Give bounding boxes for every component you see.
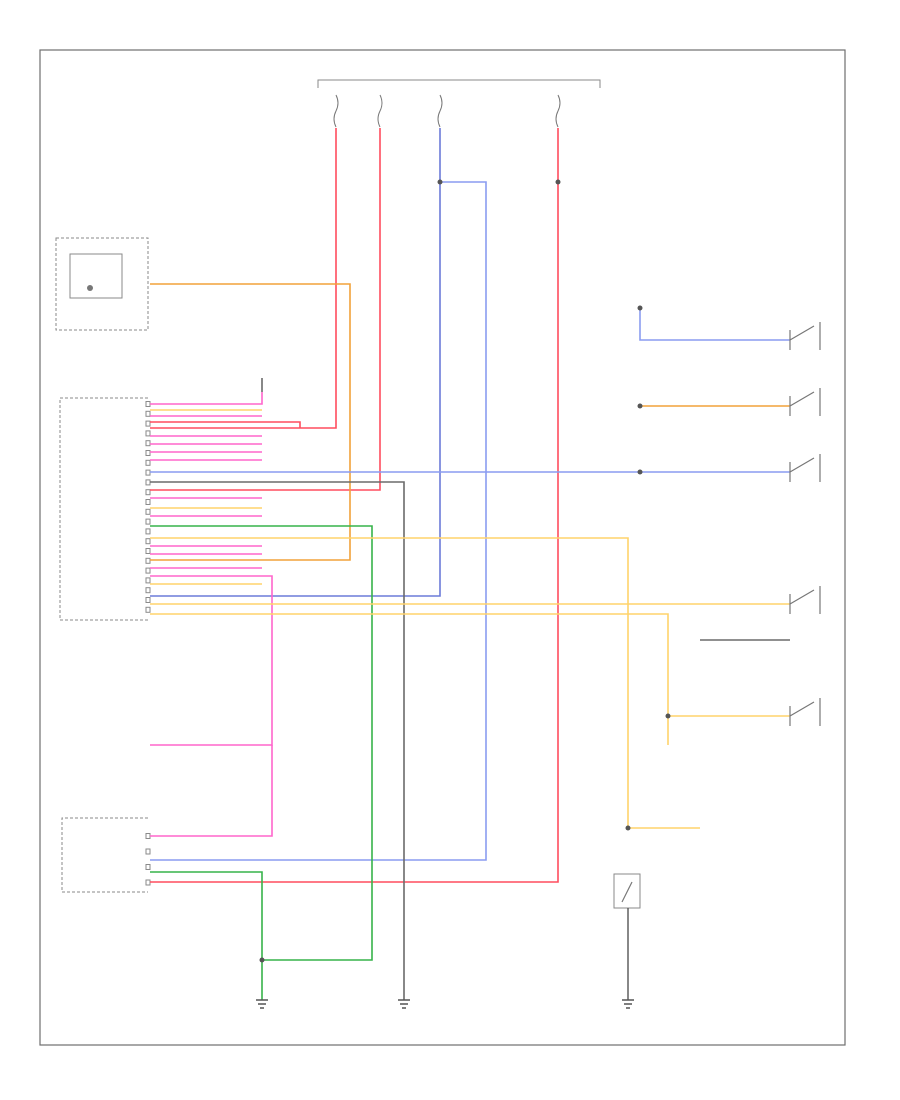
splice-dot-fuse3 bbox=[437, 179, 443, 185]
fuse-2-icon bbox=[377, 94, 383, 128]
pcm-pin bbox=[145, 518, 151, 525]
wire-pink-relay bbox=[150, 575, 273, 746]
bcm-pin bbox=[145, 879, 151, 886]
fuse-box-outline bbox=[317, 79, 601, 88]
pcm-pin bbox=[145, 410, 151, 417]
pcm-pin bbox=[145, 469, 151, 476]
wire-red-fuse2 bbox=[150, 128, 381, 491]
fuse-3 bbox=[437, 94, 443, 128]
fuse-4 bbox=[555, 94, 561, 128]
wire-pink-bcm bbox=[150, 745, 273, 837]
pcm-pin bbox=[145, 459, 151, 466]
pcm-pin bbox=[145, 401, 151, 407]
switch-lfd-icon bbox=[789, 698, 821, 726]
wire-red-fuse4 bbox=[150, 128, 559, 883]
instrument-cluster-bulb-box bbox=[69, 253, 123, 299]
switch-right-rear-door bbox=[789, 454, 821, 482]
pcm-pin bbox=[145, 587, 151, 594]
bcm-pin-rows bbox=[145, 833, 151, 886]
wire-blue-bcm bbox=[150, 181, 487, 861]
splice-dot-lr bbox=[637, 403, 643, 409]
pcm-pin bbox=[145, 538, 151, 545]
diagram-frame bbox=[39, 49, 846, 1046]
wire-red-fuse1 bbox=[150, 128, 337, 429]
wire-yellow-hood bbox=[150, 613, 669, 745]
switch-left-rear-door bbox=[789, 388, 821, 416]
dome-relay bbox=[613, 873, 641, 1000]
switch-right-front-door bbox=[789, 322, 821, 350]
instrument-cluster-box bbox=[55, 237, 149, 331]
pcm-pin bbox=[145, 479, 151, 486]
splice-dot-fuse4 bbox=[555, 179, 561, 185]
fuse-2 bbox=[377, 94, 383, 128]
right-switches bbox=[789, 322, 821, 726]
wire-blue-rf bbox=[639, 308, 790, 341]
fuse-box-area bbox=[317, 79, 601, 128]
ground-g200 bbox=[622, 999, 634, 1009]
switch-left-front-door bbox=[789, 698, 821, 726]
pcm-pin bbox=[145, 508, 151, 515]
connector-dots bbox=[259, 179, 671, 963]
dome-relay-contact-icon bbox=[621, 881, 633, 903]
switch-rf-icon bbox=[789, 322, 821, 350]
grounds-bottom bbox=[256, 999, 634, 1009]
pcm-box bbox=[59, 397, 148, 621]
ground-g200-icon bbox=[622, 999, 634, 1009]
splice-dot-rf bbox=[637, 305, 643, 311]
instrument-cluster bbox=[55, 237, 149, 331]
pcm-pin-rows bbox=[145, 401, 151, 613]
wire-blue-fuse3 bbox=[150, 128, 441, 597]
fuse-3-icon bbox=[437, 94, 443, 128]
pcm-pin bbox=[145, 606, 151, 613]
pcm-pin bbox=[145, 440, 151, 447]
wire-green-bcm bbox=[150, 871, 263, 960]
wire-pink-ground bbox=[150, 392, 263, 405]
wire-yellow-dome bbox=[150, 537, 629, 828]
wire-orange-ic bbox=[150, 283, 351, 561]
wires bbox=[150, 128, 790, 1000]
pcm-module bbox=[59, 397, 151, 621]
fuse-1 bbox=[333, 94, 339, 128]
pcm-pin bbox=[145, 557, 151, 564]
pcm-pin bbox=[145, 528, 151, 535]
wire-gray-ground bbox=[150, 481, 405, 1000]
pcm-pin bbox=[145, 499, 151, 505]
pcm-pin bbox=[145, 489, 151, 496]
switch-hood bbox=[789, 586, 821, 614]
fuse-4-icon bbox=[555, 94, 561, 128]
fuse-1-icon bbox=[333, 94, 339, 128]
switch-rr-icon bbox=[789, 454, 821, 482]
wire-green-ground bbox=[150, 525, 373, 961]
switch-lr-icon bbox=[789, 388, 821, 416]
pcm-pin bbox=[145, 577, 151, 584]
ground-g102 bbox=[398, 999, 410, 1009]
pcm-pin bbox=[145, 430, 151, 437]
bcm-pin bbox=[145, 864, 151, 870]
splice-dot-lfd bbox=[665, 713, 671, 719]
pcm-pin bbox=[145, 548, 151, 554]
wire-row-3 bbox=[150, 421, 301, 428]
bcm-pin bbox=[145, 833, 151, 839]
switch-hood-icon bbox=[789, 586, 821, 614]
bcm-box bbox=[61, 817, 148, 893]
ground-g101 bbox=[256, 999, 268, 1009]
bcm-pin bbox=[145, 848, 151, 855]
splice-dot-rr bbox=[637, 469, 643, 475]
bcm-module bbox=[61, 817, 151, 893]
pcm-pin bbox=[145, 450, 151, 456]
ground-g101-icon bbox=[256, 999, 268, 1009]
pcm-pin bbox=[145, 567, 151, 574]
splice-dot-g101 bbox=[259, 957, 265, 963]
splice-dot-dome bbox=[625, 825, 631, 831]
bulb-icon bbox=[87, 285, 93, 291]
pcm-pin bbox=[145, 597, 151, 603]
ground-g102-icon bbox=[398, 999, 410, 1009]
pcm-pin bbox=[145, 420, 151, 427]
